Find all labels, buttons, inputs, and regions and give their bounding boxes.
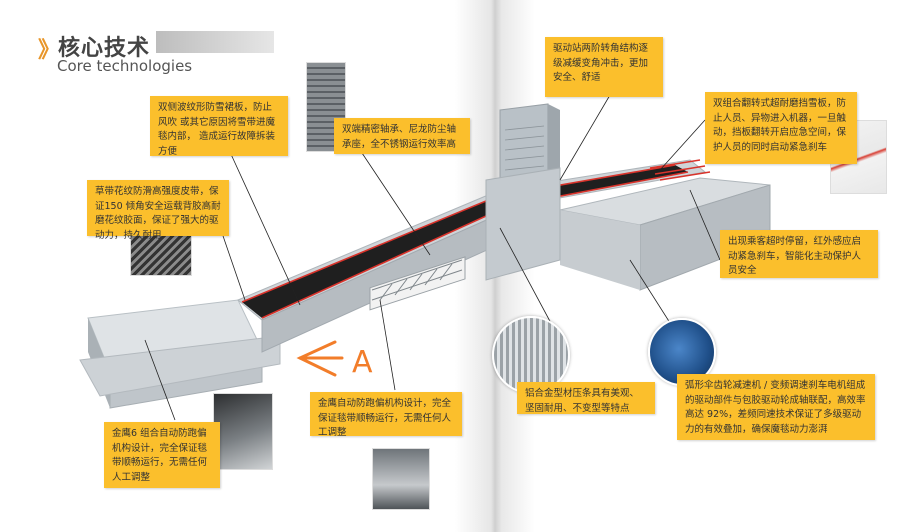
deviation-mid-photo: [372, 448, 430, 510]
exit-platform-side: [560, 210, 640, 290]
callout-grass-belt: 草带花纹防滑高强度皮带，保证150 倾角安全运载背胶高耐磨花纹胶面，保证了强大的…: [87, 180, 229, 241]
callout-overtime-stop: 出现乘客超时停留，红外感应启动紧急刹车，智能化主动保护人员安全: [720, 230, 878, 278]
callout-deviation-left: 金鹰6 组合自动防跑偏机构设计，完全保证毯带顺畅运行，无需任何人工调整: [104, 422, 220, 488]
handwritten-arrow: [296, 340, 344, 377]
callout-reducer: 弧形伞齿轮减速机 / 变频调速刹车电机组成的驱动部件与包胶驱动轮成轴联配，高效率…: [677, 374, 875, 440]
truss-bars: [371, 259, 463, 301]
exit-comb-stripes: [649, 159, 711, 181]
callout-drive-station: 驱动站两阶转角结构逐级减缓变角冲击，更加安全、舒适: [545, 37, 663, 97]
drive-platform-base: [485, 167, 561, 281]
callout-aluminum-profile: 铝合金型材压条具有美观、坚固耐用、不变型等特点: [517, 382, 655, 414]
callout-comb-plate: 双组合翻转式超耐磨挡雪板，防止人员、异物进入机器，一旦触动，挡板翻转开启应急空间…: [705, 92, 857, 164]
callout-snow-skirt: 双侧波纹形防雪裙板，防止风吹 或其它原因将雪带进魔毯内部， 造成运行故障拆装方便: [150, 96, 288, 157]
deviation-left-photo: [213, 393, 273, 470]
entry-base: [79, 335, 281, 397]
truss-window: [369, 256, 466, 311]
callout-deviation-mid: 金鹰自动防跑偏机构设计，完全保证毯带顺畅运行，无需任何人工调整: [310, 392, 462, 438]
belt-sample-photo: [130, 232, 192, 276]
handwritten-letter: A: [352, 345, 373, 380]
page-subtitle: Core technologies: [57, 57, 193, 75]
header-chevron: 》: [38, 38, 61, 63]
page-title: 核心技术: [58, 36, 151, 61]
drive-station-vents: [504, 125, 545, 171]
callout-bearing: 双端精密轴承、尼龙防尘轴承座，全不锈钢运行效率高: [334, 118, 470, 154]
aluminum-profile-photo: [492, 316, 570, 394]
title-decor-bar: [156, 31, 274, 53]
